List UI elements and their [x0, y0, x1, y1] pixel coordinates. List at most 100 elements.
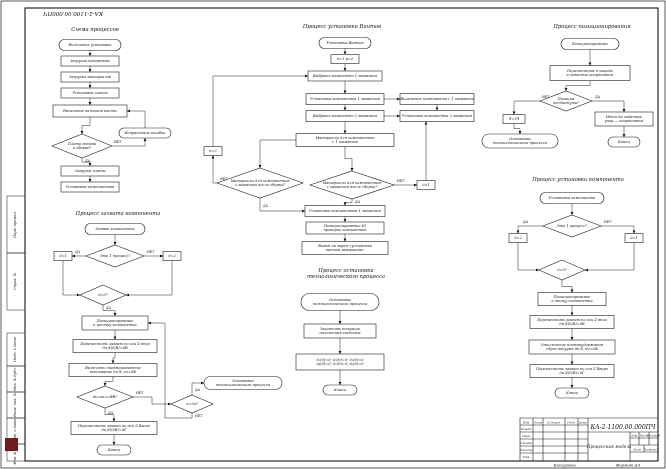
title-block-lit: Лит. — [630, 434, 638, 437]
flowchart-node-label: Установка компонентов — [66, 185, 115, 189]
flowchart-edge — [592, 100, 626, 113]
flowchart-node-b2 — [85, 244, 145, 268]
title-block-sheets: Листов 1 — [643, 447, 659, 451]
title-block-designation: КА-2-1100.00.000ПЧ — [589, 424, 655, 431]
flowchart-edge — [344, 146, 354, 172]
flowchart-edge — [512, 100, 540, 115]
flowchart-edge — [125, 260, 173, 297]
edge-label: ДА — [107, 411, 114, 415]
flowchart-edge — [111, 352, 116, 364]
flowchart-node-label: д=1 — [59, 254, 67, 258]
title-block-sheet: Лист — [632, 447, 642, 451]
flowchart-node-label: д=1 — [630, 236, 638, 240]
flowchart-edge — [564, 80, 591, 92]
edge-label: ДА — [84, 159, 91, 163]
title-block-grid — [519, 417, 659, 462]
title-block-col-izm: Изм. — [522, 421, 530, 425]
flowchart-node-label: Исправление ошибки — [124, 131, 167, 135]
flowchart-node-label: Установка компонента 2 захватом — [402, 114, 472, 118]
flowchart-node-label: Установка Винтов — [326, 41, 363, 45]
flowchart-node-label: Конец — [107, 448, 120, 452]
flowchart-edge — [112, 137, 147, 147]
flowchart-edge — [513, 123, 522, 135]
flowchart-node-label: Выбрать компонент 2 захватом — [312, 114, 377, 118]
title-block-doc-title: Процессная модель — [586, 444, 632, 449]
flowchart-edge — [81, 158, 92, 167]
flowchart-node-label: н=2 — [209, 149, 217, 153]
flowchart-edge — [147, 321, 193, 419]
edge-label: НЕТ — [541, 95, 550, 99]
title-block-col-list: Лист — [533, 421, 543, 425]
title-block-col-podp: Подп. — [566, 421, 576, 425]
flowchart-edge — [343, 199, 353, 206]
footer-format: Формат A3 — [616, 463, 641, 468]
flowchart-node-label: Установка платы — [72, 91, 107, 95]
edge-label: ДА — [522, 220, 529, 224]
flowchart-edge — [191, 381, 205, 395]
edge-label: НЕТ — [396, 179, 405, 183]
side-stamp-label: Взам. инв. № — [13, 392, 17, 418]
flowchart-edge — [516, 225, 543, 234]
title-block-scale: Масштаб — [646, 434, 661, 437]
flowchart-edge — [80, 117, 91, 135]
side-stamp-label: Подп. и дата — [13, 419, 17, 445]
side-stamp-label: Подп. и дата — [13, 337, 17, 363]
side-stamp-label: Справ. № — [13, 272, 17, 290]
red-stamp — [5, 438, 18, 451]
flowchart-node-label: Загрузка платы — [74, 169, 105, 173]
flowchart-edge — [212, 74, 309, 147]
flowchart-node-label: Позиционирование — [571, 42, 609, 46]
title-block-col-dokum: № докум. — [546, 421, 561, 425]
side-stamp-label: Перв. примен. — [13, 211, 17, 239]
flowchart-node-label: Конец — [333, 388, 346, 392]
edge-label: ДА — [354, 200, 361, 204]
flowchart-title: Процесс установки компонента — [531, 177, 624, 183]
flowchart-node-label: дк=вкл=ВВ? — [93, 395, 117, 399]
title-block-row-razrab: Разраб. — [520, 427, 532, 431]
flowchart-node-label: Включение установки — [67, 43, 112, 47]
flowchart-edge — [126, 109, 146, 128]
flowchart-title: Процесс позиционирования — [552, 24, 631, 30]
flowchart-node-label: Загрузка материалов — [69, 75, 111, 79]
edge-label: ДА — [594, 95, 601, 99]
flowchart-edge — [601, 225, 636, 234]
title-block-mass: Масса — [639, 434, 649, 437]
flowchart-node-label: Включение компонента с 1 захватом — [399, 97, 473, 101]
flowchart-edge — [561, 280, 574, 293]
side-stamp-label: Инв. № дубл. — [13, 367, 17, 392]
flowchart-title: Процесс установки Винтов — [302, 24, 381, 30]
flowchart-edge — [259, 198, 306, 213]
flowchart-edge — [133, 396, 172, 406]
flowchart-node-label: Выбрать компонент 1 захватом — [312, 74, 377, 78]
flowchart-node-label: д=0? — [98, 293, 108, 297]
flowchart-edge — [102, 305, 117, 317]
flowchart-node-label: Конец — [617, 140, 630, 144]
flowchart-node-label: д=2 — [514, 236, 522, 240]
title-block-row-prov: Пров. — [521, 434, 531, 438]
edge-label: ДА — [194, 388, 201, 392]
edge-label: НЕТ — [135, 391, 144, 395]
edge-label: НЕТ — [113, 140, 122, 144]
